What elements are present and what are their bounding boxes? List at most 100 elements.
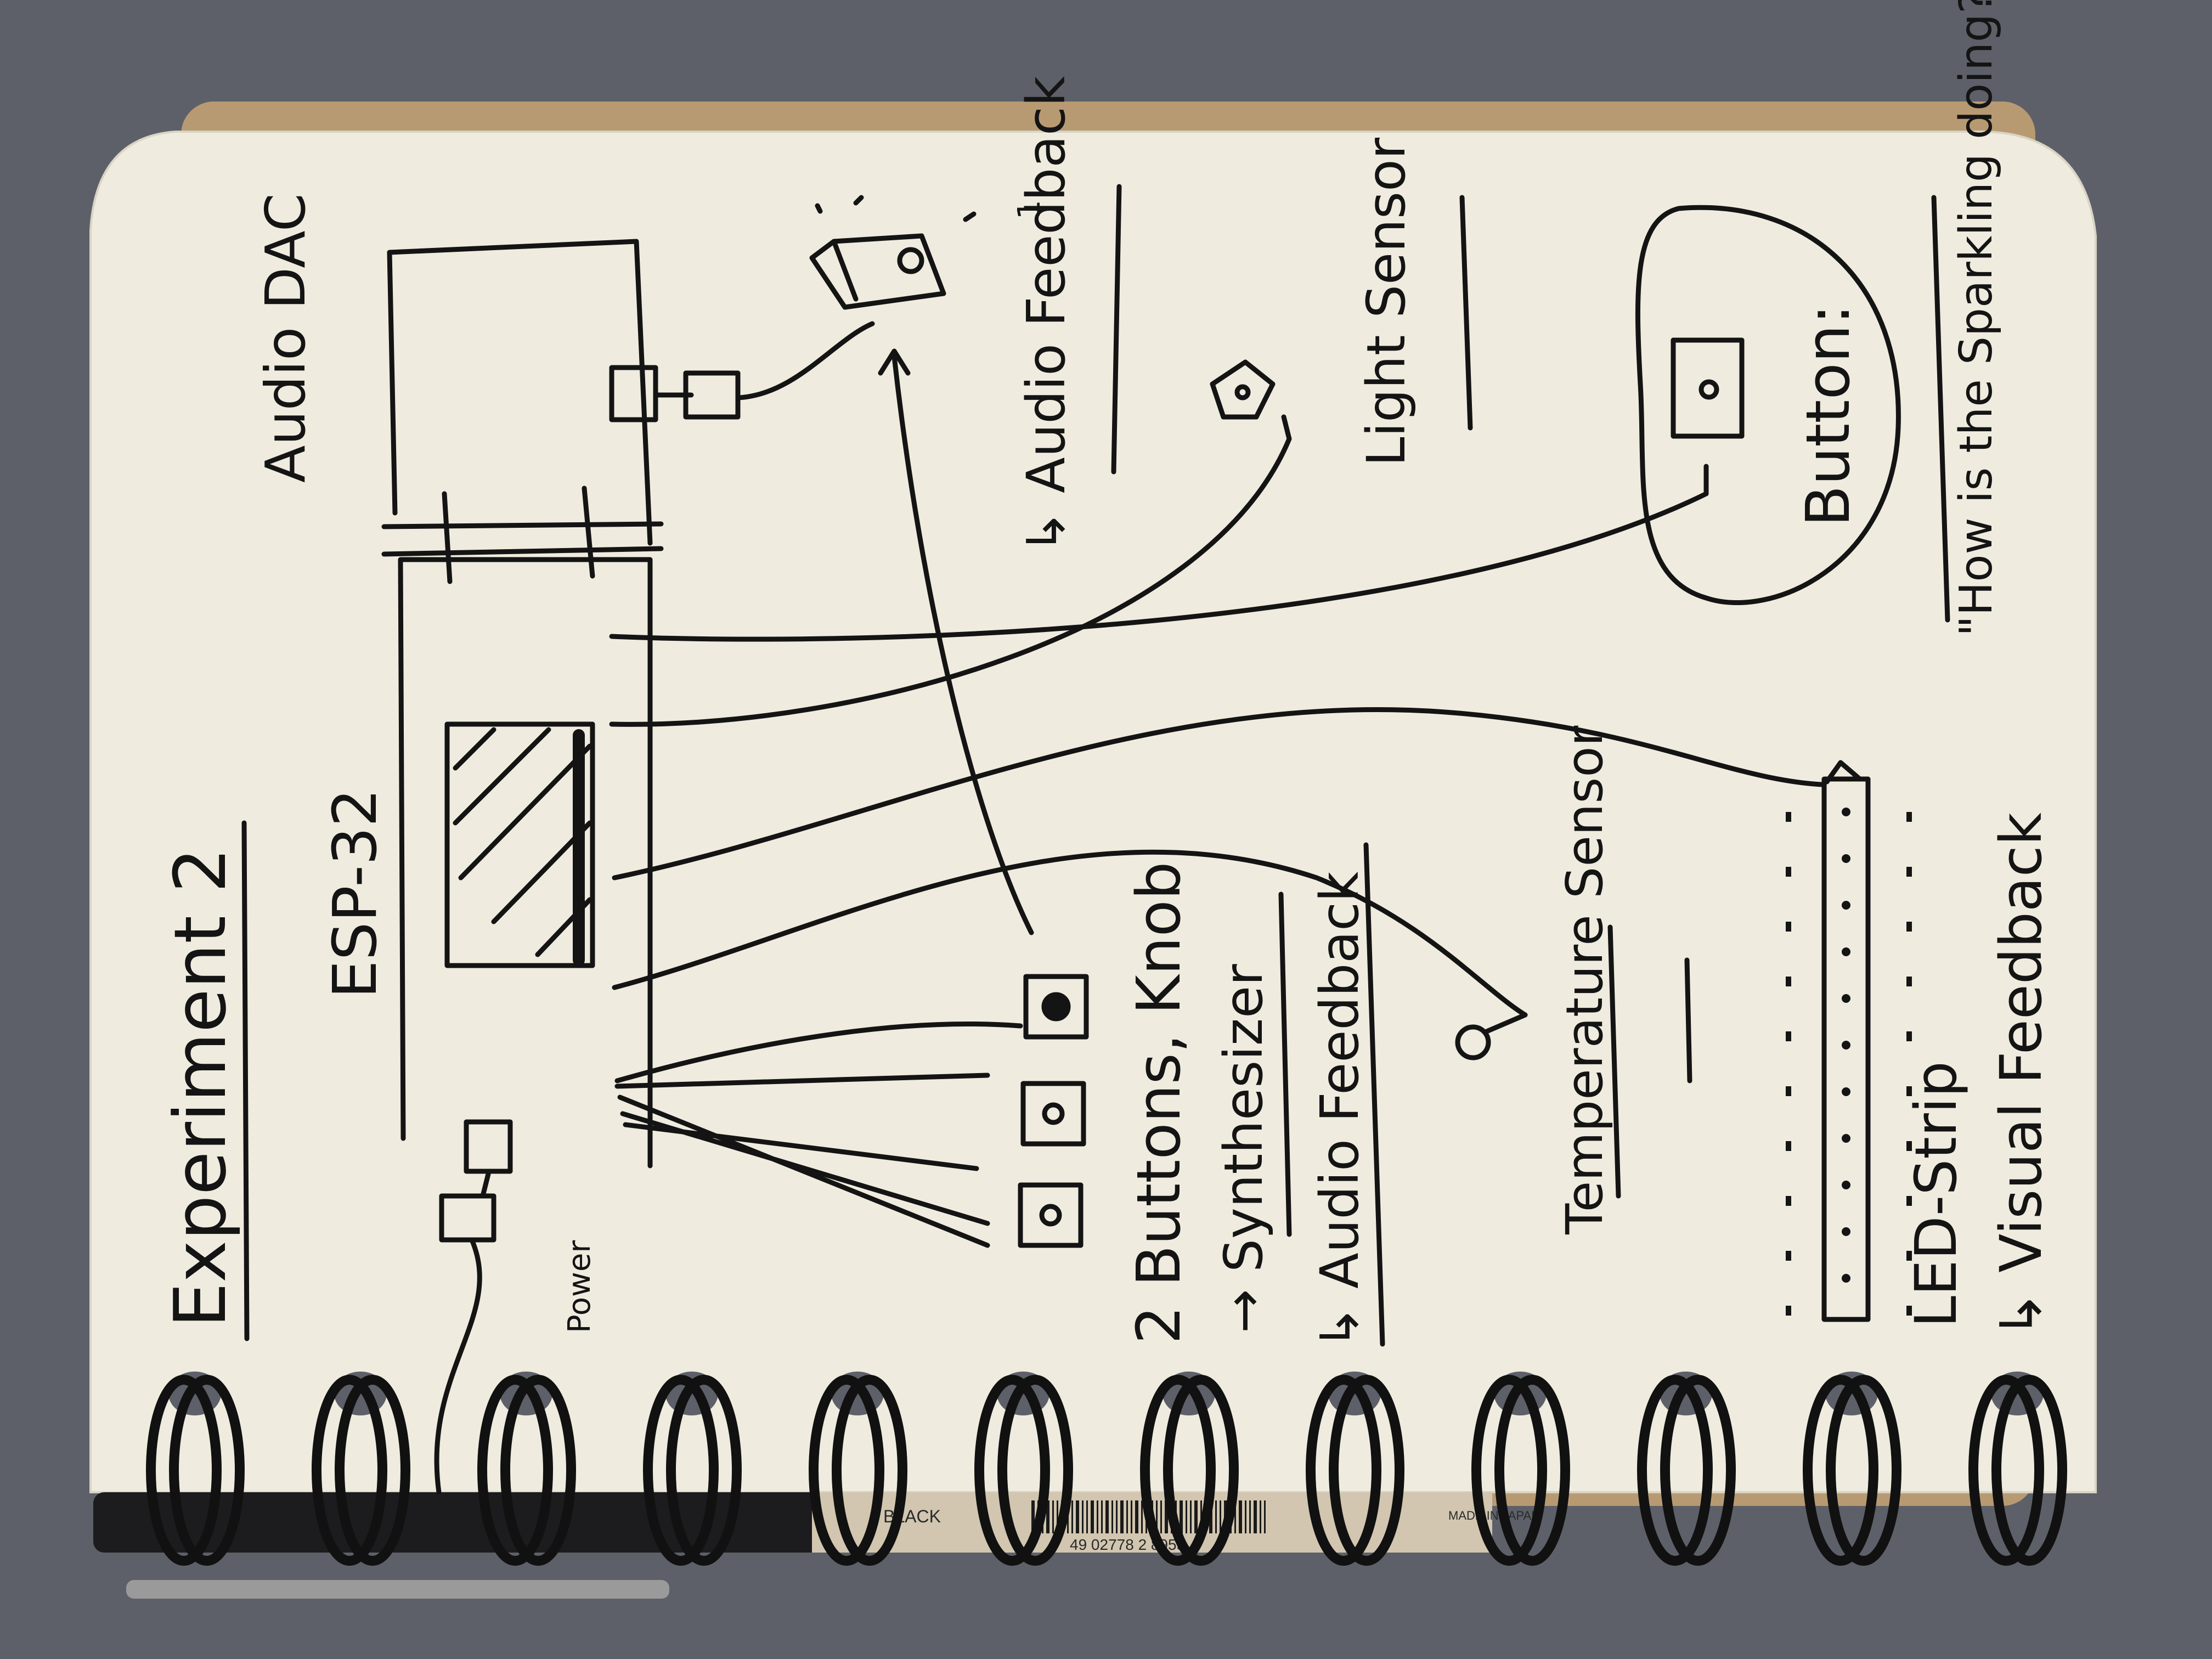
barcode-bar — [1220, 1500, 1221, 1533]
led-glow-mark — [1786, 922, 1791, 932]
led-glow-mark — [1906, 1196, 1912, 1206]
paper-page — [89, 131, 2097, 1493]
led-glow-mark — [1906, 1086, 1912, 1096]
light-sensor-underline — [1459, 195, 1473, 431]
barcode-bar — [1101, 1500, 1103, 1533]
barcode-bar — [1160, 1500, 1162, 1533]
spiral-ring — [169, 1375, 245, 1566]
spiral-ring — [312, 1375, 387, 1566]
button-2-cap — [1042, 1102, 1065, 1125]
led-dot — [1842, 1134, 1850, 1143]
wire-to-led-strip — [612, 707, 1824, 881]
barcode-bar — [1046, 1500, 1049, 1533]
audio-feedback-left-underline — [1363, 842, 1385, 1347]
speaker-cone — [897, 247, 924, 274]
spiral-ring — [974, 1375, 1050, 1566]
spiral-ring — [1140, 1375, 1216, 1566]
visual-feedback-label: ↳ Visual Feedback — [1988, 812, 2055, 1339]
led-dot — [1842, 808, 1850, 816]
pen-origin-text: MADE IN JAPAN — [1448, 1509, 1540, 1522]
temperature-underline — [1607, 924, 1621, 1199]
led-glow-mark — [1906, 812, 1912, 822]
barcode-bar — [1071, 1500, 1073, 1533]
led-dot — [1842, 947, 1850, 956]
spiral-ring — [666, 1375, 742, 1566]
knob-cap — [1041, 992, 1071, 1022]
sketch — [241, 184, 1950, 1495]
led-dot — [1842, 1087, 1850, 1096]
barcode-bar — [1186, 1500, 1187, 1533]
light-sensor-icon — [1210, 359, 1276, 420]
spiral-ring — [1471, 1375, 1547, 1566]
led-glow-mark — [1786, 812, 1791, 822]
barcode-bar — [1194, 1500, 1198, 1533]
temperature-sensor-icon — [1455, 1024, 1491, 1060]
power-cable — [434, 1171, 491, 1495]
led-strip-label: LED-Strip — [1903, 1061, 1970, 1328]
barcode-bar — [1234, 1500, 1236, 1533]
temperature-sensor-leg — [1484, 1012, 1528, 1034]
barcode-bar — [1097, 1500, 1098, 1533]
barcode-bar — [1215, 1500, 1217, 1533]
esp32-header-lines — [381, 521, 664, 557]
button-1 — [1018, 1182, 1084, 1248]
sensor-underline — [1684, 957, 1692, 1084]
spiral-ring — [1991, 1375, 2067, 1566]
led-strip-glow-marks — [1786, 812, 1912, 1316]
barcode-bar — [1111, 1500, 1113, 1533]
barcode-bar — [1245, 1500, 1246, 1533]
led-glow-mark — [1786, 1141, 1791, 1151]
spiral-ring — [1494, 1375, 1570, 1566]
temperature-sensor-label: Temperature Sensor — [1555, 725, 1614, 1235]
barcode-bar — [1120, 1500, 1124, 1533]
audio-dac-label: Audio DAC — [253, 193, 318, 483]
spiral-ring — [1968, 1375, 2044, 1566]
handwritten-labels: Experiment 2 ESP-32 Audio DAC Power 2 Bu… — [159, 0, 2055, 1350]
wire-to-speaker — [891, 354, 1034, 935]
led-dot — [1842, 1227, 1850, 1236]
button-1-cap — [1039, 1204, 1062, 1227]
spiral-ring — [1306, 1375, 1381, 1566]
led-glow-mark — [1906, 922, 1912, 932]
barcode-bar — [1052, 1500, 1054, 1533]
spiral-ring — [809, 1375, 884, 1566]
spiral-ring — [146, 1375, 222, 1566]
audio-feedback-marker: 1 — [1012, 200, 1047, 219]
led-strip-dots — [1842, 808, 1850, 1283]
power-label: Power — [562, 1240, 597, 1333]
button-2 — [1020, 1081, 1086, 1147]
barcode-bar — [1126, 1500, 1128, 1533]
barcode-bar — [1076, 1500, 1079, 1533]
wires-to-buttons — [614, 1073, 990, 1248]
audio-feedback-top-underline — [1111, 184, 1122, 475]
spiral-ring — [1826, 1375, 1901, 1566]
barcode-bar — [1091, 1500, 1094, 1533]
light-sensor-label: Light Sensor — [1356, 137, 1417, 466]
barcode-bar — [1190, 1500, 1192, 1533]
buttons-knob-label: 2 Buttons, Knob — [1124, 861, 1194, 1344]
barcode-bar — [1031, 1500, 1035, 1533]
barcode-bar — [1156, 1500, 1158, 1533]
spiral-ring — [643, 1375, 719, 1566]
barcode-bar — [1131, 1500, 1132, 1533]
barcode-bar — [1135, 1500, 1138, 1533]
barcode-bar — [1249, 1500, 1251, 1533]
led-glow-mark — [1786, 1306, 1791, 1316]
power-connector — [464, 1119, 513, 1174]
quote-underline — [1931, 195, 1950, 623]
power-plug — [439, 1193, 496, 1243]
led-glow-mark — [1906, 867, 1912, 877]
spiral-ring — [832, 1375, 907, 1566]
led-dot — [1842, 994, 1850, 1003]
spiral-binding — [146, 1372, 2067, 1566]
barcode-bar — [1260, 1500, 1261, 1533]
spiral-ring — [1637, 1375, 1713, 1566]
esp32-chip-hatching — [453, 727, 592, 957]
spiral-ring — [500, 1375, 576, 1566]
barcode-bar — [1141, 1500, 1143, 1533]
quote-label: "How is the Sparkling doing?" — [1950, 0, 2002, 636]
audio-dac-board — [387, 239, 653, 546]
wire-to-knob — [614, 1022, 1023, 1084]
barcode-bar — [1239, 1500, 1242, 1533]
